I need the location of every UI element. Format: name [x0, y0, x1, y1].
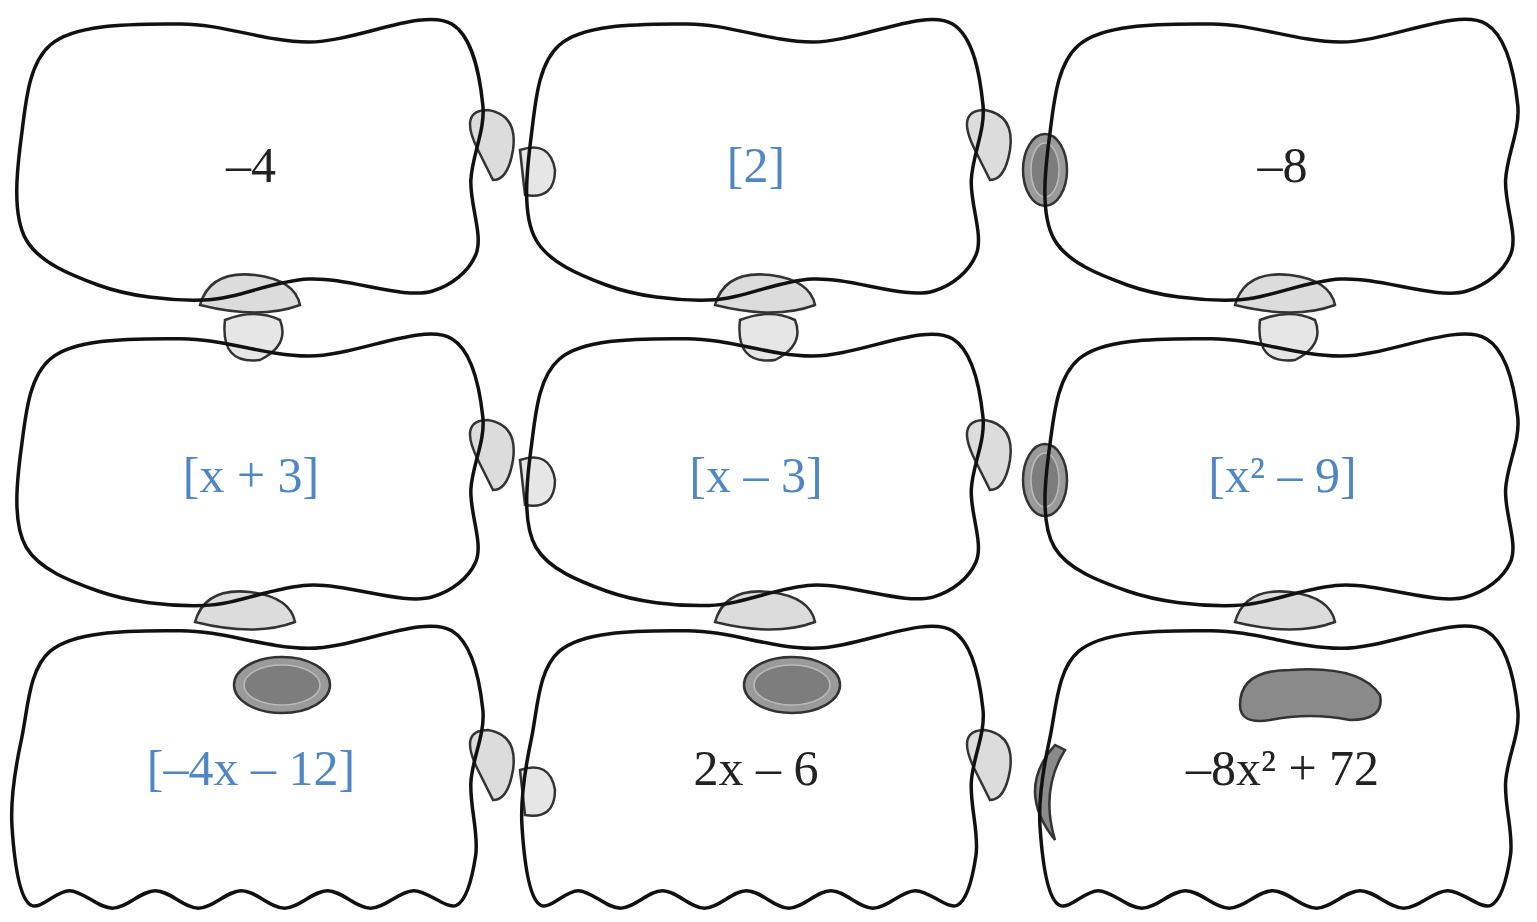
piece-expression: [x – 3] — [689, 448, 822, 503]
puzzle-piece: [–4x – 12] — [12, 622, 490, 914]
puzzle-socket — [234, 657, 1381, 721]
puzzle-knob — [470, 110, 1011, 816]
piece-expression: [x + 3] — [183, 448, 320, 503]
piece-expression: –8x² + 72 — [1186, 741, 1379, 796]
puzzle-knob — [195, 274, 1335, 629]
puzzle-piece: –8x² + 72 — [1040, 622, 1525, 914]
puzzle-piece: [x – 3] — [522, 330, 990, 620]
piece-expression: [x² – 9] — [1208, 448, 1356, 503]
piece-expression: –8 — [1258, 138, 1308, 193]
piece-expression: [2] — [727, 138, 785, 193]
puzzle-piece: [2] — [522, 15, 990, 315]
piece-expression: 2x – 6 — [694, 741, 819, 796]
puzzle-piece: [x² – 9] — [1040, 330, 1525, 620]
piece-expression: –4 — [226, 138, 276, 193]
puzzle-piece: 2x – 6 — [522, 622, 990, 914]
puzzle-piece: –8 — [1040, 15, 1525, 315]
puzzle-piece: [x + 3] — [12, 330, 490, 620]
puzzle-piece: –4 — [12, 15, 490, 315]
piece-expression: [–4x – 12] — [147, 741, 355, 796]
